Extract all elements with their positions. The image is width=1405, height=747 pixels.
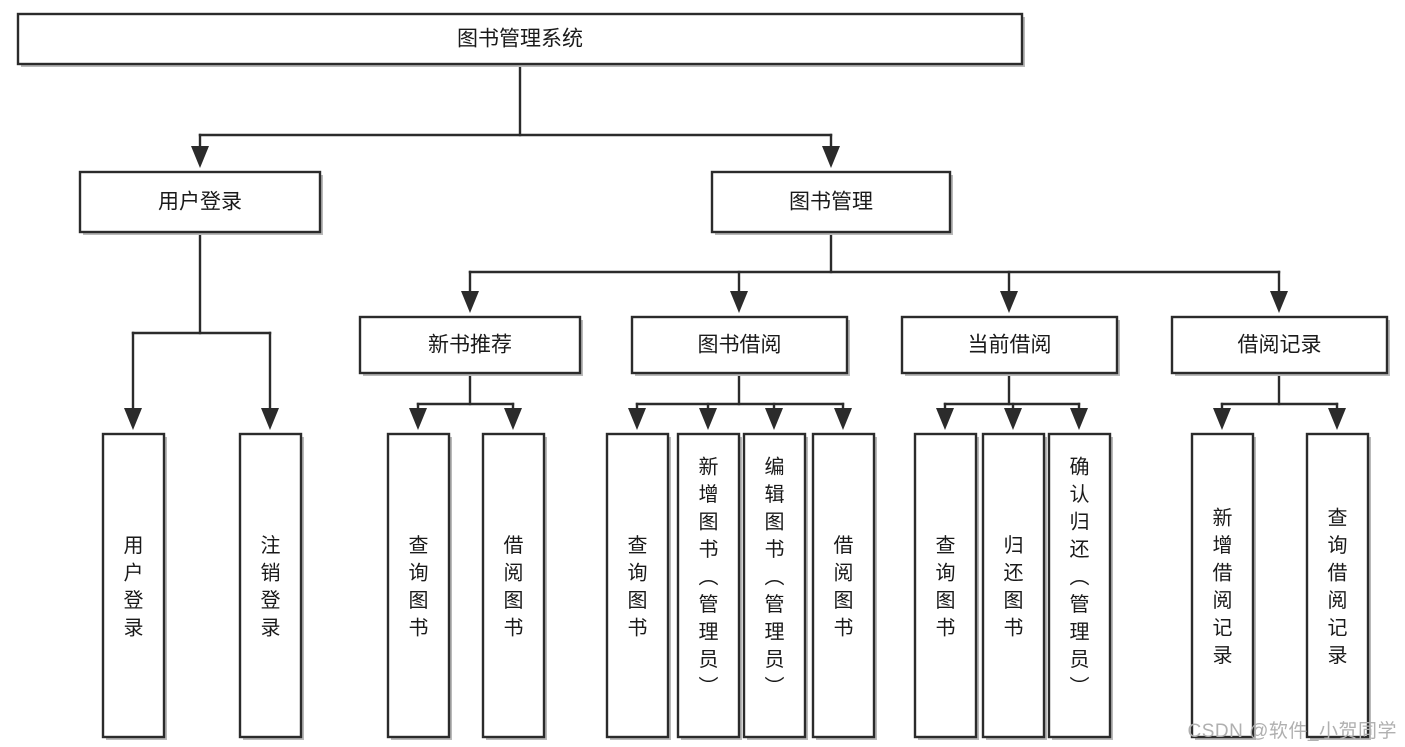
connector-userlogin-to-leaves	[124, 230, 279, 430]
edges-layer	[124, 62, 1346, 430]
node-level2-新书推荐-0[interactable]: 新书推荐	[358, 315, 583, 376]
node-leaf-查询图书-2[interactable]: 查询图书	[386, 432, 452, 740]
node-leaf-查询图书-8[interactable]: 查询图书	[913, 432, 979, 740]
node-label: 图书管理系统	[457, 28, 583, 51]
node-level2-借阅记录-3[interactable]: 借阅记录	[1170, 315, 1390, 376]
node-root-图书管理系统[interactable]: 图书管理系统	[16, 12, 1025, 67]
node-leaf-借阅图书-7[interactable]: 借阅图书	[811, 432, 877, 740]
node-level2-图书借阅-1[interactable]: 图书借阅	[630, 315, 850, 376]
connector-borrow-to-leaves	[628, 371, 852, 430]
node-label: 编辑图书︵管理员︶	[765, 455, 785, 698]
node-leaf-新增图书管理员-5[interactable]: 新增图书︵管理员︶	[676, 432, 742, 740]
node-label: 确认归还︵管理员︶	[1070, 455, 1090, 698]
connector-newbook-to-leaves	[409, 371, 522, 430]
node-leaf-查询借阅记录-12[interactable]: 查询借阅记录	[1305, 432, 1371, 740]
node-label: 新增借阅记录	[1213, 506, 1233, 667]
node-label: 当前借阅	[968, 334, 1052, 357]
node-leaf-用户登录-0[interactable]: 用户登录	[101, 432, 167, 740]
node-label: 查询图书	[936, 534, 956, 640]
node-label: 图书管理	[789, 191, 873, 214]
connector-root-to-level1	[191, 62, 840, 168]
node-label: 查询图书	[628, 534, 648, 640]
node-label: 注销登录	[261, 534, 281, 640]
node-label: 图书借阅	[698, 334, 782, 357]
node-leaf-确认归还管理员-10[interactable]: 确认归还︵管理员︶	[1047, 432, 1113, 740]
node-label: 借阅记录	[1238, 334, 1322, 357]
node-leaf-查询图书-4[interactable]: 查询图书	[605, 432, 671, 740]
node-leaf-借阅图书-3[interactable]: 借阅图书	[481, 432, 547, 740]
node-label: 借阅图书	[504, 534, 524, 640]
node-level1-图书管理-1[interactable]: 图书管理	[710, 170, 953, 235]
node-label: 新书推荐	[428, 334, 512, 357]
node-leaf-编辑图书管理员-6[interactable]: 编辑图书︵管理员︶	[742, 432, 808, 740]
node-label: 用户登录	[158, 191, 242, 214]
node-label: 查询借阅记录	[1328, 506, 1348, 667]
node-leaf-注销登录-1[interactable]: 注销登录	[238, 432, 304, 740]
node-label: 查询图书	[409, 534, 429, 640]
connector-record-to-leaves	[1213, 371, 1346, 430]
node-label: 归还图书	[1004, 534, 1024, 640]
connector-current-to-leaves	[936, 371, 1088, 430]
node-label: 用户登录	[124, 535, 144, 640]
node-leaf-新增借阅记录-11[interactable]: 新增借阅记录	[1190, 432, 1256, 740]
connector-bookmgmt-to-level2	[461, 230, 1288, 313]
node-leaf-归还图书-9[interactable]: 归还图书	[981, 432, 1047, 740]
nodes-layer: 图书管理系统用户登录图书管理新书推荐图书借阅当前借阅借阅记录用户登录注销登录查询…	[16, 12, 1390, 740]
node-level1-用户登录-0[interactable]: 用户登录	[78, 170, 323, 235]
node-label: 借阅图书	[834, 534, 854, 640]
node-level2-当前借阅-2[interactable]: 当前借阅	[900, 315, 1120, 376]
node-label: 新增图书︵管理员︶	[699, 455, 719, 698]
